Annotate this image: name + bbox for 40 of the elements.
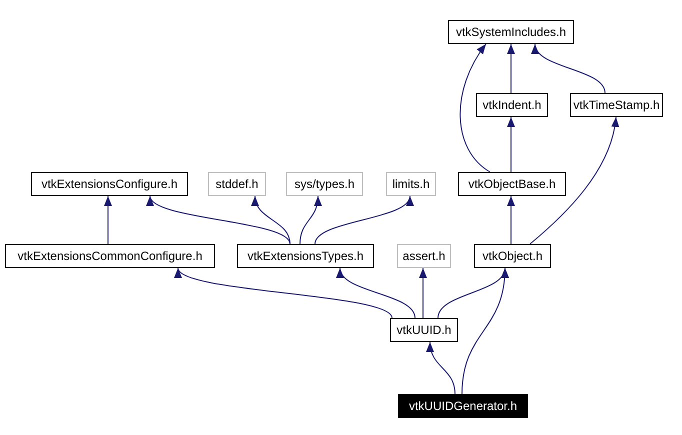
include-arrow: [507, 44, 515, 94]
file-name: vtkIndent.h: [482, 98, 542, 112]
file-box: [398, 394, 528, 418]
file-name: vtkUUID.h: [396, 323, 452, 337]
file-box: [476, 93, 548, 117]
file-name: vtkSystemIncludes.h: [456, 25, 566, 39]
include-arrow: [300, 196, 322, 244]
file-box: [570, 93, 663, 117]
file-box: [390, 318, 458, 342]
file-name: vtkUUIDGenerator.h: [408, 399, 518, 413]
file-name: vtkObjectBase.h: [468, 177, 556, 191]
include-arrow: [438, 268, 507, 318]
file-name: vtkExtensionsCommonConfigure.h: [18, 249, 202, 263]
file-name: vtkObject.h: [482, 249, 543, 263]
file-name: sys/types.h: [294, 177, 355, 191]
file-name: assert.h: [402, 249, 446, 263]
file-box: [474, 244, 551, 268]
include-arrow: [530, 116, 619, 244]
file-box: [286, 172, 363, 196]
include-arrow: [533, 44, 606, 94]
file-name: limits.h: [392, 177, 430, 191]
file-box: [448, 20, 574, 44]
include-arrow: [507, 116, 515, 172]
include-arrow: [314, 196, 411, 244]
include-arrow: [507, 196, 515, 244]
file-name: vtkTimeStamp.h: [573, 98, 660, 112]
file-box: [458, 172, 566, 196]
include-arrow: [426, 342, 456, 394]
file-box: [31, 172, 188, 196]
file-name: vtkExtensionsConfigure.h: [41, 177, 178, 191]
file-box: [237, 244, 374, 268]
file-name: stddef.h: [216, 177, 258, 191]
file-box: [397, 244, 451, 268]
file-box: [386, 172, 436, 196]
file-name: vtkExtensionsTypes.h: [247, 249, 364, 263]
file-box: [5, 244, 215, 268]
file-box: [208, 172, 266, 196]
include-arrow: [419, 268, 427, 318]
include-arrow: [104, 196, 112, 244]
include-arrow: [460, 44, 490, 172]
